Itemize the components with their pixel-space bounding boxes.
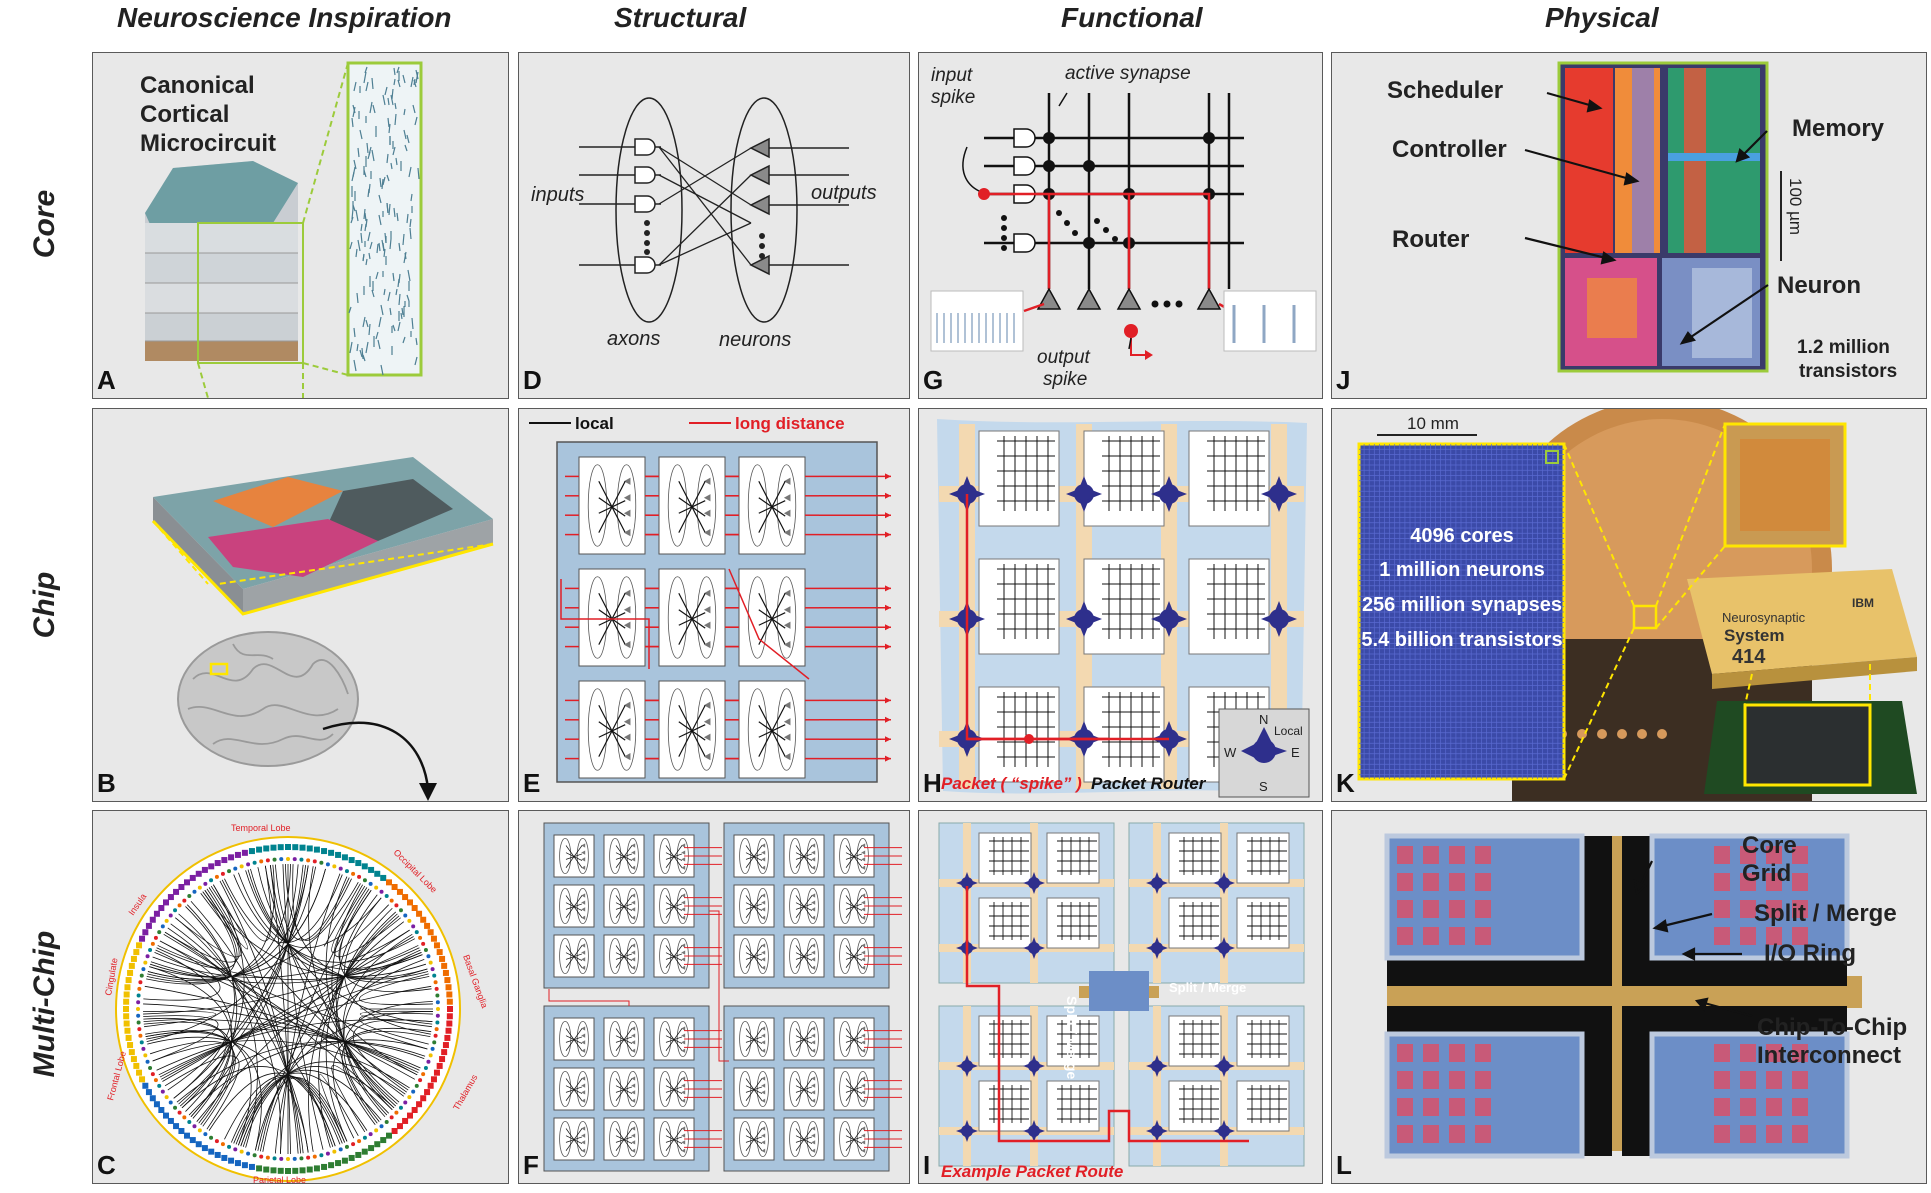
cortical-sheet-graphic [151, 457, 494, 801]
legend-local-label: local [575, 414, 614, 433]
compass-e: E [1291, 745, 1300, 760]
row-header-multichip: Multi-Chip [28, 930, 61, 1078]
interconnect-label-line1: Chip-To-Chip [1757, 1014, 1907, 1041]
panel-label-g: G [923, 365, 944, 395]
stat-transistors: 5.4 billion transistors [1361, 629, 1562, 651]
package-label-line1: Neurosynaptic [1722, 610, 1806, 625]
panel-label-c: C [97, 1150, 116, 1180]
panel-label-h: H [923, 768, 942, 798]
ibm-logo: IBM [1852, 596, 1874, 610]
panel-d-structural-core: inputs outputs axons neurons D [518, 52, 910, 399]
panel-e-structural-chip: local long distance E [518, 408, 910, 802]
split-merge-vertical-label: Split / Merge [1064, 996, 1080, 1079]
split-merge-horizontal-label: Split / Merge [1169, 980, 1246, 995]
lobe-basal-ganglia: Basal Ganglia [461, 953, 490, 1009]
panel-label-k: K [1336, 768, 1355, 798]
scale-100um-label: 100 µm [1786, 178, 1805, 235]
neuron-label: Neuron [1777, 272, 1861, 299]
panel-h-functional-chip: N S E W Local Packet ( “spike” ) Packet … [918, 408, 1323, 802]
package-label-line3: 414 [1732, 646, 1766, 668]
compass-router-icon [1241, 727, 1287, 763]
panel-label-f: F [523, 1150, 539, 1180]
panel-l-multichip-board: Core Grid Split / Merge I/O Ring Chip-To… [1331, 810, 1927, 1184]
router-label: Router [1392, 226, 1469, 253]
core-function-diagram: input spike active synapse output spike [930, 63, 1317, 390]
io-ring-label: I/O Ring [1764, 940, 1856, 967]
legend-long-distance-label: long distance [735, 414, 845, 433]
lobe-temporal: Temporal Lobe [231, 823, 291, 833]
transistors-label-line1: 1.2 million [1797, 337, 1890, 358]
core-grid-label-line2: Grid [1742, 860, 1791, 887]
input-spike-label-line2: spike [931, 87, 975, 108]
transistors-label-line2: transistors [1799, 361, 1897, 382]
panel-label-i: I [923, 1150, 931, 1180]
chip-structure-diagram: local long distance [529, 414, 891, 783]
panel-f-structural-multichip: F [518, 810, 910, 1184]
panel-label-l: L [1336, 1150, 1352, 1180]
core-structure-diagram: inputs outputs axons neurons [531, 97, 877, 351]
stat-synapses: 256 million synapses [1362, 594, 1562, 616]
panel-g-functional-core: input spike active synapse output spike … [918, 52, 1323, 399]
packet-spike-label: Packet ( “spike” ) [941, 774, 1082, 793]
lobe-parietal: Parietal Lobe [253, 1175, 306, 1183]
column-header-structural: Structural [614, 2, 747, 33]
neuron-column-texture [348, 66, 420, 376]
interconnect-label-line2: Interconnect [1757, 1042, 1901, 1069]
active-synapse-label: active synapse [1065, 63, 1191, 84]
packet-router-label: Packet Router [1091, 774, 1207, 793]
scheduler-label: Scheduler [1387, 77, 1503, 104]
column-header-neuroscience: Neuroscience Inspiration [117, 2, 452, 33]
split-merge-label: Split / Merge [1754, 900, 1897, 927]
stat-cores: 4096 cores [1410, 525, 1513, 547]
row-header-core: Core [28, 189, 61, 259]
output-spike-label-line2: spike [1043, 369, 1087, 390]
column-header-functional: Functional [1061, 2, 1203, 33]
panel-b-cortex-brain: B [92, 408, 509, 802]
lobe-frontal: Frontal Lobe [105, 1050, 128, 1101]
compass-n: N [1259, 712, 1268, 727]
multichip-board-photo: Core Grid Split / Merge I/O Ring Chip-To… [1384, 832, 1907, 1159]
panel-j-core-layout: Scheduler Controller Memory Router Neuro… [1331, 52, 1927, 399]
panel-label-j: J [1336, 365, 1351, 395]
panel-c-connectome: Temporal Lobe Occipital Lobe Basal Gangl… [92, 810, 509, 1184]
axons-label: axons [607, 328, 660, 350]
chip-wafer-package-photo: 10 mm 4096 cores 1 million neurons 256 m… [1357, 409, 1917, 801]
panel-label-a: A [97, 365, 116, 395]
controller-label: Controller [1392, 136, 1507, 163]
output-spike-label-line1: output [1037, 347, 1091, 368]
lobe-thalamus: Thalamus [451, 1072, 480, 1112]
scale-10mm-label: 10 mm [1407, 414, 1459, 433]
panel-label-e: E [523, 768, 541, 798]
panel-label-b: B [97, 768, 116, 798]
compass-local: Local [1274, 724, 1303, 738]
compass-w: W [1224, 745, 1237, 760]
cortical-column-graphic [145, 61, 423, 398]
stat-neurons: 1 million neurons [1379, 559, 1545, 581]
multichip-structure-diagram [543, 822, 902, 1172]
inputs-label: inputs [531, 184, 584, 206]
compass-s: S [1259, 779, 1268, 794]
outputs-label: outputs [811, 182, 877, 204]
panel-k-chip-photo: 10 mm 4096 cores 1 million neurons 256 m… [1331, 408, 1927, 802]
input-spike-label-line1: input [931, 65, 973, 86]
multichip-function-diagram: Split / Merge Split / Merge Example Pack… [938, 822, 1305, 1181]
panel-i-functional-multichip: Split / Merge Split / Merge Example Pack… [918, 810, 1323, 1184]
column-header-physical: Physical [1545, 2, 1659, 33]
neurons-label: neurons [719, 329, 791, 351]
example-route-label: Example Packet Route [941, 1162, 1123, 1181]
panel-label-d: D [523, 365, 542, 395]
row-header-chip: Chip [28, 571, 61, 639]
package-label-line2: System [1724, 626, 1784, 645]
memory-label: Memory [1792, 115, 1885, 142]
core-grid-label-line1: Core [1742, 832, 1797, 859]
connectome-circle-graphic: Temporal Lobe Occipital Lobe Basal Gangl… [103, 823, 490, 1183]
core-die-photo: Scheduler Controller Memory Router Neuro… [1387, 61, 1897, 382]
chip-function-diagram: N S E W Local Packet ( “spike” ) Packet … [937, 419, 1310, 798]
